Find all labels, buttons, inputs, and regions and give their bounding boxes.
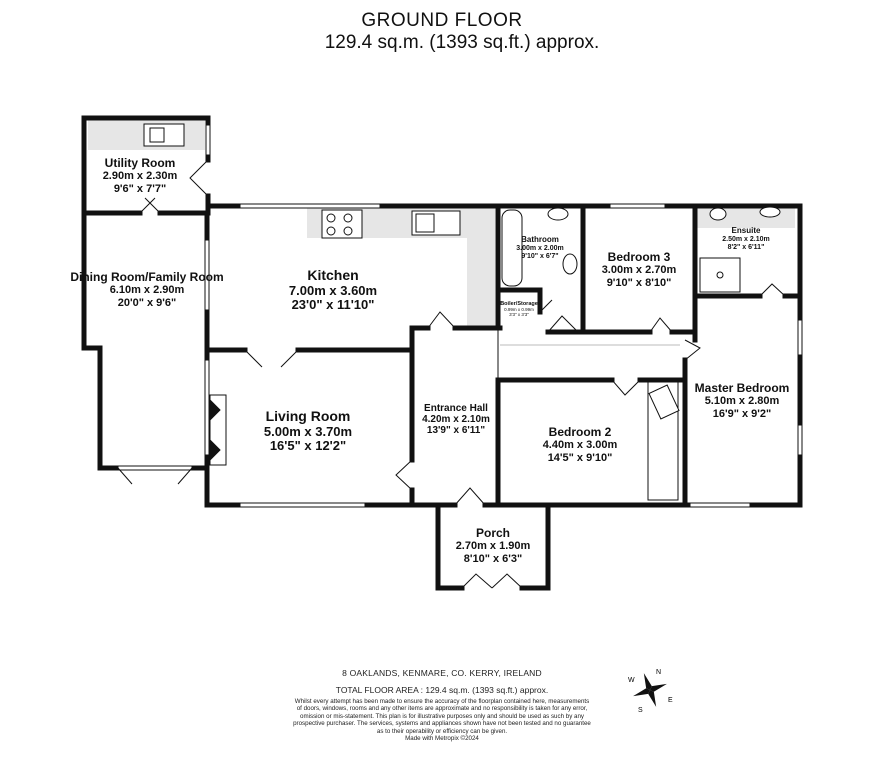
credit-line: Made with Metropix ©2024 [405, 735, 479, 743]
room-name: Ensuite [731, 226, 761, 235]
room-imperial: 9'10" x 6'7" [521, 252, 559, 260]
room-imperial: 3'3" x 3'3" [509, 312, 529, 318]
room-utility: Utility Room 2.90m x 2.30m 9'6" x 7'7" [102, 156, 178, 195]
room-imperial: 16'9" x 9'2" [712, 407, 772, 420]
room-bathroom: Bathroom 3.00m x 2.00m 9'10" x 6'7" [516, 235, 564, 261]
room-ensuite: Ensuite 2.50m x 2.10m 8'2" x 6'11" [722, 226, 770, 252]
disclaimer-line: of doors, windows, rooms and any other i… [296, 705, 588, 713]
walls [81, 115, 803, 591]
room-imperial: 14'5" x 9'10" [547, 451, 613, 464]
room-imperial: 8'10" x 6'3" [463, 552, 523, 565]
disclaimer: Whilst every attempt has been made to en… [0, 698, 884, 743]
room-name: Bedroom 3 [607, 250, 671, 264]
room-metric: 4.40m x 3.00m [542, 439, 618, 452]
room-imperial: 20'0" x 9'6" [117, 296, 177, 309]
compass-w: W [628, 677, 635, 684]
room-metric: 0.99m x 0.99m [504, 307, 534, 313]
room-name: Entrance Hall [424, 403, 488, 414]
room-metric: 3.00m x 2.00m [516, 244, 564, 252]
room-boiler: Boiler/Storage 0.99m x 0.99m 3'3" x 3'3" [500, 301, 538, 317]
room-name: Bedroom 2 [548, 425, 612, 439]
room-metric: 6.10m x 2.90m [109, 284, 185, 297]
room-living: Living Room 5.00m x 3.70m 16'5" x 12'2" [263, 408, 353, 454]
total-floor-area: TOTAL FLOOR AREA : 129.4 sq.m. (1393 sq.… [335, 685, 549, 695]
doors [117, 159, 786, 589]
floor-area: 129.4 sq.m. (1393 sq.ft.) approx. [324, 32, 600, 53]
room-hall: Entrance Hall 4.20m x 2.10m 13'9" x 6'11… [422, 403, 490, 437]
room-metric: 2.50m x 2.10m [722, 235, 770, 243]
room-metric: 5.10m x 2.80m [704, 395, 780, 408]
property-address: 8 OAKLANDS, KENMARE, CO. KERRY, IRELAND [342, 668, 542, 678]
fixtures [143, 123, 781, 501]
room-name: Kitchen [307, 267, 359, 283]
room-metric: 5.00m x 3.70m [263, 423, 353, 439]
room-metric: 2.70m x 1.90m [455, 540, 531, 553]
room-imperial: 9'10" x 8'10" [606, 276, 672, 289]
floor-title: GROUND FLOOR [361, 10, 523, 31]
room-dining: Dining Room/Family Room 6.10m x 2.90m 20… [70, 270, 224, 309]
room-imperial: 8'2" x 6'11" [727, 243, 765, 251]
room-porch: Porch 2.70m x 1.90m 8'10" x 6'3" [455, 526, 531, 565]
room-name: Dining Room/Family Room [70, 270, 224, 284]
room-kitchen: Kitchen 7.00m x 3.60m 23'0" x 11'10" [288, 267, 378, 313]
room-imperial: 16'5" x 12'2" [269, 438, 347, 454]
room-imperial: 13'9" x 6'11" [426, 425, 486, 437]
room-name: Boiler/Storage [500, 301, 538, 307]
room-metric: 3.00m x 2.70m [601, 264, 677, 277]
disclaimer-line: Whilst every attempt has been made to en… [294, 698, 590, 705]
room-name: Master Bedroom [694, 381, 790, 395]
room-bedroom3: Bedroom 3 3.00m x 2.70m 9'10" x 8'10" [601, 250, 677, 289]
room-name: Living Room [265, 408, 351, 424]
disclaimer-line: omission or mis-statement. This plan is … [300, 712, 584, 720]
room-metric: 2.90m x 2.30m [102, 170, 178, 183]
room-metric: 4.20m x 2.10m [422, 414, 490, 426]
disclaimer-line: as to their operability or efficiency ca… [376, 727, 508, 735]
room-name: Porch [475, 526, 510, 540]
compass-s: S [638, 707, 643, 714]
compass-icon: N E S W [628, 669, 673, 714]
room-name: Bathroom [521, 235, 559, 244]
room-metric: 7.00m x 3.60m [288, 282, 378, 298]
room-bedroom2: Bedroom 2 4.40m x 3.00m 14'5" x 9'10" [542, 425, 618, 464]
room-imperial: 23'0" x 11'10" [291, 297, 375, 313]
room-imperial: 9'6" x 7'7" [113, 182, 167, 195]
windows [117, 124, 803, 508]
room-master: Master Bedroom 5.10m x 2.80m 16'9" x 9'2… [694, 381, 790, 420]
compass-e: E [668, 697, 673, 704]
room-name: Utility Room [104, 156, 176, 170]
disclaimer-line: prospective purchaser. The services, sys… [293, 720, 591, 728]
compass-n: N [656, 669, 661, 676]
